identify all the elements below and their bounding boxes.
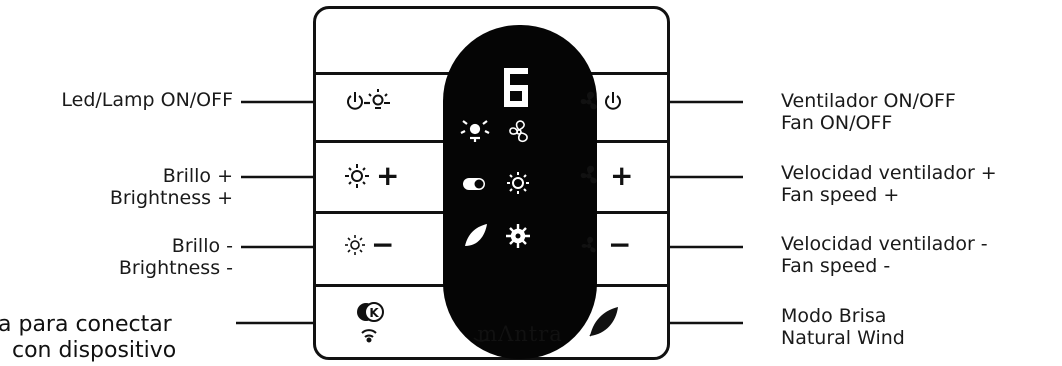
label-fan-onoff: Ventilador ON/OFF Fan ON/OFF bbox=[781, 90, 956, 134]
label-natural-wind: Modo Brisa Natural Wind bbox=[781, 305, 905, 349]
fan-icon bbox=[580, 91, 597, 110]
label-line: Velocidad ventilador - bbox=[781, 233, 988, 255]
lamp-icon bbox=[460, 120, 490, 142]
fan-icon bbox=[580, 165, 597, 184]
power-icon bbox=[347, 92, 363, 110]
brand-logo: mΛntra bbox=[477, 322, 563, 346]
label-line: Ventilador ON/OFF bbox=[781, 90, 956, 112]
plus-label: + bbox=[610, 159, 634, 192]
label-line: con dispositivo bbox=[12, 338, 177, 363]
minus-label: − bbox=[371, 228, 395, 261]
label-led-lamp: Led/Lamp ON/OFF bbox=[61, 89, 233, 111]
k-toggle-icon bbox=[463, 178, 485, 190]
label-fan-speed-plus: Velocidad ventilador + Fan speed + bbox=[781, 162, 997, 206]
label-line: Velocidad ventilador + bbox=[781, 162, 997, 184]
svg-text:K: K bbox=[369, 306, 379, 320]
label-connect-device: a para conectar con dispositivo bbox=[0, 312, 176, 364]
label-line: Brightness + bbox=[109, 187, 233, 209]
label-line: Led/Lamp ON/OFF bbox=[61, 89, 233, 111]
plus-label: + bbox=[376, 159, 400, 192]
label-brightness-minus: Brillo - Brightness - bbox=[119, 235, 233, 279]
label-line: Brillo - bbox=[171, 235, 233, 257]
display-panel bbox=[443, 25, 597, 359]
label-line: Brillo + bbox=[162, 165, 233, 187]
label-line: Fan speed - bbox=[781, 255, 891, 277]
sun-icon bbox=[345, 164, 369, 188]
k-toggle-icon: K bbox=[357, 302, 384, 322]
label-line: Natural Wind bbox=[781, 327, 905, 349]
fan-icon bbox=[581, 236, 596, 253]
lamp-icon bbox=[368, 89, 390, 109]
power-icon bbox=[605, 92, 621, 110]
label-line: Brightness - bbox=[118, 257, 233, 279]
label-brightness-plus: Brillo + Brightness + bbox=[110, 165, 233, 209]
label-fan-speed-minus: Velocidad ventilador - Fan speed - bbox=[781, 233, 988, 277]
label-line: Fan ON/OFF bbox=[781, 112, 893, 134]
minus-label: − bbox=[608, 228, 632, 261]
label-line: Fan speed + bbox=[781, 184, 900, 206]
label-line: a para conectar bbox=[0, 312, 172, 337]
wifi-icon bbox=[361, 329, 377, 343]
sun-icon bbox=[507, 172, 529, 194]
sun-icon bbox=[345, 235, 365, 255]
label-line: Modo Brisa bbox=[781, 305, 887, 327]
leaf-icon bbox=[465, 224, 487, 246]
display-digit bbox=[504, 68, 528, 107]
fan-icon bbox=[509, 120, 528, 143]
